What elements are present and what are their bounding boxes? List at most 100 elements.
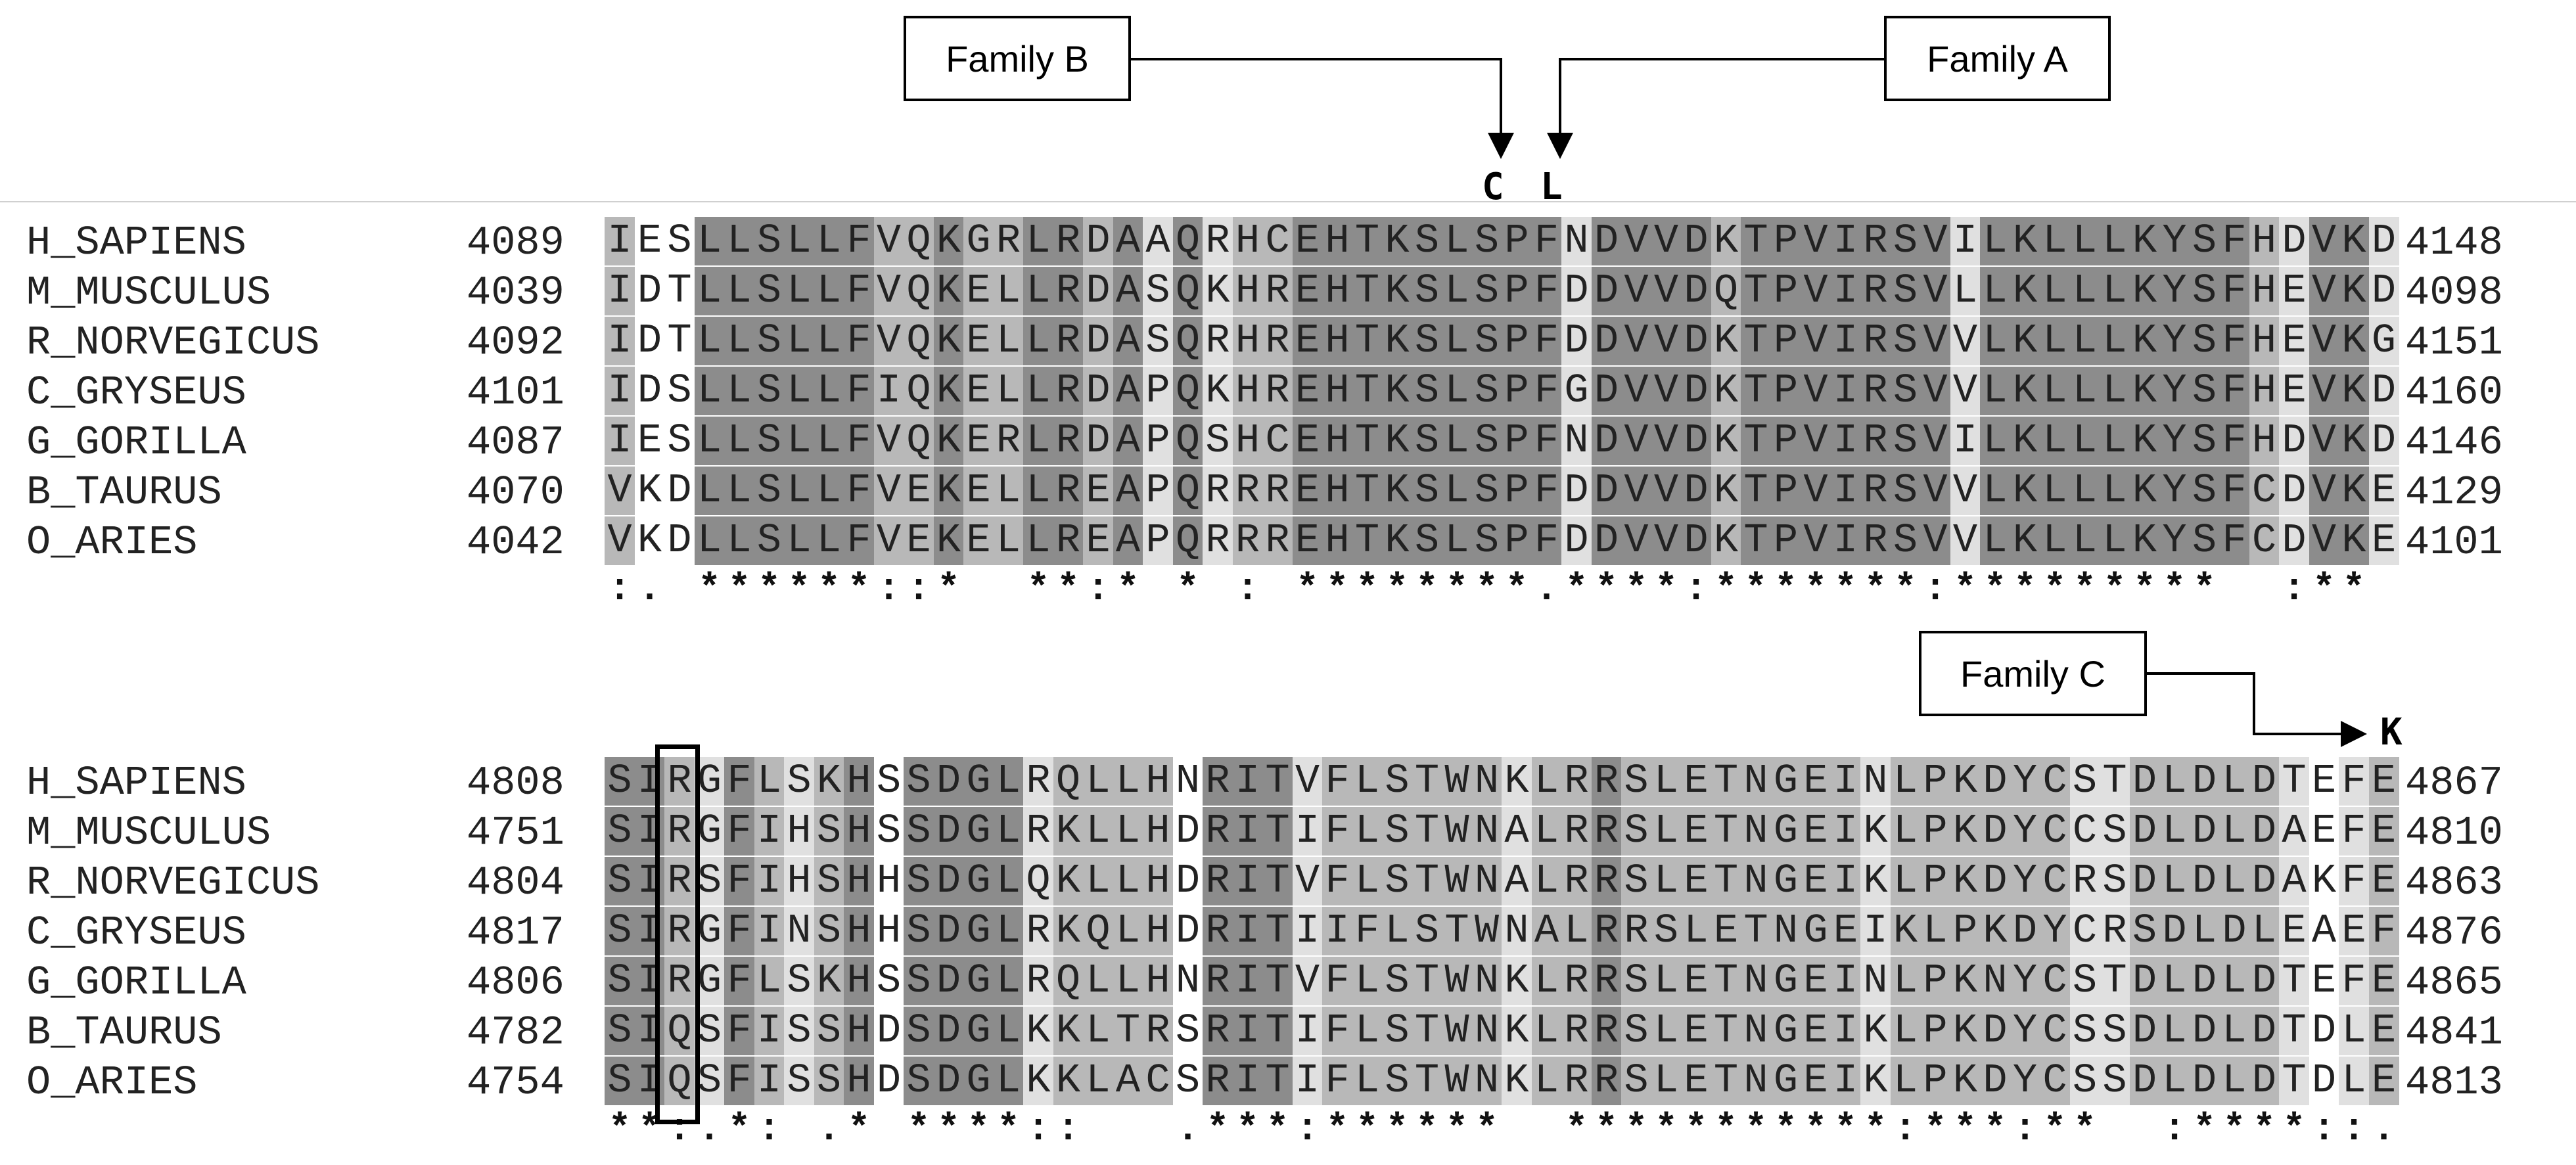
residue: K bbox=[1860, 807, 1891, 856]
residue: N bbox=[1471, 757, 1502, 806]
residue: D bbox=[637, 317, 662, 364]
residue: S bbox=[2100, 807, 2130, 856]
residue: S bbox=[1143, 267, 1173, 315]
residue: S bbox=[2100, 1057, 2130, 1105]
residue: L bbox=[2040, 317, 2070, 365]
residue: L bbox=[1442, 267, 1472, 315]
residue: L bbox=[1890, 757, 1921, 806]
species-label: H_SAPIENS bbox=[26, 219, 246, 266]
residue: L bbox=[814, 467, 844, 515]
residue: P bbox=[1502, 367, 1532, 415]
residue: G bbox=[963, 807, 994, 856]
consensus-symbol: * bbox=[1684, 1108, 1708, 1151]
residue: Y bbox=[2159, 317, 2190, 365]
residue: H bbox=[844, 907, 874, 955]
residue: K bbox=[1023, 1057, 1053, 1105]
residue: C bbox=[2040, 1007, 2070, 1055]
residue: L bbox=[724, 367, 754, 415]
residue: F bbox=[1531, 367, 1562, 415]
residue: P bbox=[1920, 807, 1950, 856]
family-b-arrow bbox=[1131, 58, 1514, 159]
residue: F bbox=[844, 317, 874, 365]
residue: S bbox=[1890, 516, 1921, 565]
residue: L bbox=[1083, 957, 1113, 1005]
residue: L bbox=[1023, 317, 1053, 365]
residue: R bbox=[1203, 807, 1233, 856]
residue: N bbox=[1471, 957, 1502, 1005]
residue: V bbox=[1651, 267, 1682, 315]
residue: L bbox=[754, 957, 785, 1005]
residue: L bbox=[2069, 516, 2100, 565]
residue: E bbox=[2368, 807, 2399, 856]
residue: D bbox=[2189, 1007, 2220, 1055]
residue: R bbox=[1232, 516, 1263, 565]
residue: S bbox=[1621, 957, 1651, 1005]
header-divider bbox=[0, 201, 2576, 202]
residue: K bbox=[933, 467, 964, 515]
residue: L bbox=[993, 367, 1024, 415]
residue: R bbox=[1591, 857, 1622, 905]
residue: K bbox=[1502, 757, 1532, 806]
consensus-symbol: * bbox=[1983, 568, 2007, 611]
residue: S bbox=[754, 467, 785, 515]
residue: L bbox=[2040, 217, 2070, 265]
residue: T bbox=[1741, 267, 1771, 315]
residue: L bbox=[724, 267, 754, 315]
residue: H bbox=[2249, 267, 2280, 315]
residue: I bbox=[1830, 217, 1861, 265]
residue: S bbox=[2189, 317, 2220, 365]
end-position: 4151 bbox=[2405, 319, 2503, 366]
residue: K bbox=[933, 367, 964, 415]
residue: K bbox=[1382, 467, 1412, 515]
residue: L bbox=[1651, 757, 1682, 806]
residue: E bbox=[1801, 757, 1831, 806]
residue: I bbox=[1830, 267, 1861, 315]
end-position: 4876 bbox=[2405, 909, 2503, 956]
residue: S bbox=[2189, 467, 2220, 515]
residue: L bbox=[814, 417, 844, 465]
consensus-symbol: * bbox=[1415, 568, 1438, 611]
residue: D bbox=[1175, 907, 1201, 954]
residue: K bbox=[2339, 217, 2369, 265]
residue: S bbox=[1143, 317, 1173, 365]
residue: N bbox=[1770, 907, 1801, 955]
residue: P bbox=[1502, 417, 1532, 465]
residue: P bbox=[1920, 1007, 1950, 1055]
residue: L bbox=[1980, 217, 2010, 265]
residue: C bbox=[1262, 217, 1293, 265]
residue: E bbox=[1711, 907, 1741, 955]
residue: L bbox=[2159, 1007, 2190, 1055]
residue: V bbox=[1920, 267, 1950, 315]
residue: Q bbox=[1172, 317, 1203, 365]
residue: D bbox=[1980, 1057, 2010, 1105]
residue: T bbox=[1412, 1007, 1442, 1055]
residue: R bbox=[1023, 957, 1053, 1005]
consensus-symbol: * bbox=[1655, 568, 1678, 611]
residue: S bbox=[814, 807, 844, 856]
residue: R bbox=[664, 757, 695, 806]
residue: Q bbox=[664, 1007, 695, 1055]
residue: K bbox=[1950, 807, 1981, 856]
consensus-symbol: * bbox=[2342, 568, 2366, 611]
residue: E bbox=[1801, 807, 1831, 856]
residue: L bbox=[814, 516, 844, 565]
residue: Y bbox=[2159, 467, 2190, 515]
residue: K bbox=[1382, 516, 1412, 565]
residue: N bbox=[1471, 1007, 1502, 1055]
residue: H bbox=[844, 957, 874, 1005]
residue: R bbox=[664, 907, 695, 955]
residue: E bbox=[904, 467, 934, 515]
residue: L bbox=[2100, 467, 2130, 515]
residue: Q bbox=[1172, 217, 1203, 265]
residue: P bbox=[1920, 857, 1950, 905]
mutation-k-label: K bbox=[2380, 711, 2403, 754]
residue: F bbox=[844, 467, 874, 515]
residue: H bbox=[784, 857, 814, 905]
start-position: 4042 bbox=[467, 519, 564, 566]
residue: T bbox=[1262, 957, 1293, 1005]
residue: L bbox=[2100, 267, 2130, 315]
residue: E bbox=[2279, 267, 2309, 315]
residue: S bbox=[904, 957, 934, 1005]
residue: I bbox=[754, 807, 785, 856]
residue: L bbox=[784, 417, 814, 465]
